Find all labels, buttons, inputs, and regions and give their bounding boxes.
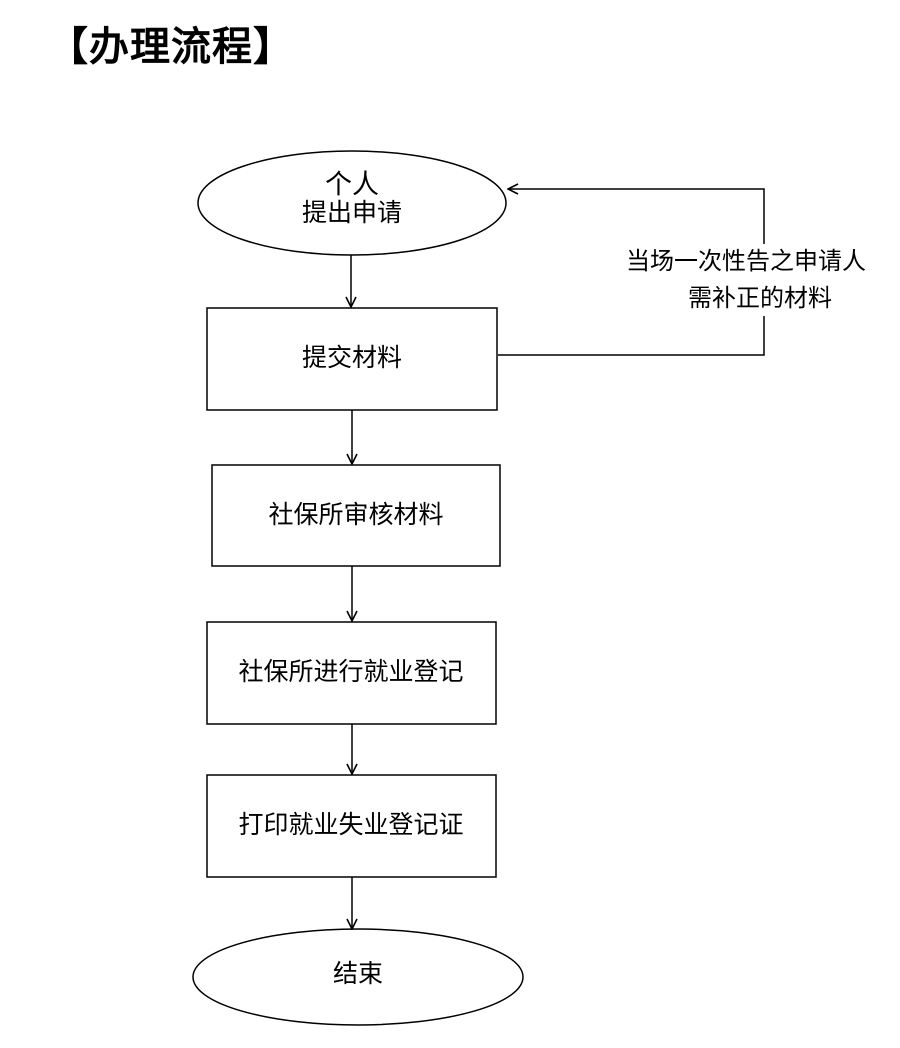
feedback-label-line-1: 当场一次性告之申请人 [626,247,866,275]
node-start-shape [197,150,507,256]
node-submit-label: 提交材料 [302,343,402,372]
node-end-shape [192,928,524,1026]
feedback-label-line-2: 需补正的材料 [688,284,832,312]
node-register-label: 社保所进行就业登记 [238,657,463,686]
page-title: 【办理流程】 [48,23,294,70]
node-review-label: 社保所审核材料 [268,500,443,529]
node-print-shape [206,774,497,878]
node-review-shape [211,464,501,567]
feedback-label-background [612,244,880,316]
node-start-label-line-1: 个人 [325,170,379,201]
node-end-label: 结束 [333,959,383,988]
node-print-label: 打印就业失业登记证 [238,810,463,839]
node-start-label-line-2: 提出申请 [302,198,402,227]
node-register-shape [206,621,497,725]
